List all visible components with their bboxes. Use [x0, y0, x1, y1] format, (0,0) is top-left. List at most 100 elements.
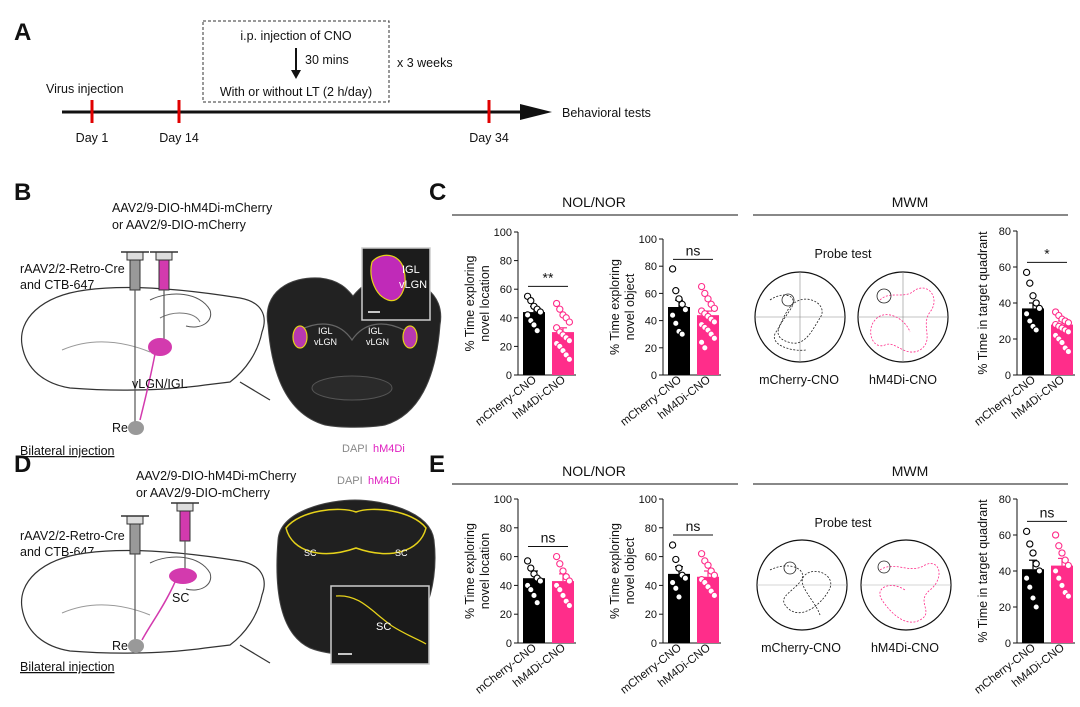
y-tick-label: 60: [645, 552, 657, 564]
data-point: [1058, 338, 1066, 347]
y-tick-label: 80: [645, 523, 657, 535]
d-sc-right: SC: [395, 548, 408, 558]
data-point: [1026, 583, 1034, 591]
data-point: [533, 599, 541, 607]
y-axis-label: % Time in target quadrant: [976, 231, 990, 375]
y-tick-label: 60: [645, 288, 657, 300]
y-tick-label: 60: [500, 284, 512, 296]
data-point: [668, 541, 677, 549]
e-track-label-2: hM4Di-CNO: [871, 641, 939, 655]
y-axis-label: % Time in target quadrant: [976, 499, 990, 643]
significance-label: ns: [686, 242, 701, 258]
significance-label: ns: [1040, 504, 1055, 520]
y-tick-label: 80: [645, 261, 657, 273]
box-line-1: i.p. injection of CNO: [240, 29, 351, 43]
data-point: [530, 321, 538, 329]
b-bilateral-label: Bilateral injection: [20, 444, 115, 458]
significance-label: **: [543, 269, 554, 285]
data-point: [1051, 531, 1060, 539]
y-tick-label: 0: [506, 370, 512, 382]
bar-hm4di-cno: [552, 581, 574, 643]
data-point: [1026, 279, 1034, 287]
data-point: [1032, 299, 1040, 307]
data-point: [678, 330, 686, 338]
data-point: [1022, 527, 1031, 536]
data-point: [565, 355, 574, 363]
box-line-2: 30 mins: [305, 53, 349, 67]
c-track-mcherry: [754, 271, 846, 363]
data-point: [1055, 542, 1063, 550]
d-stain-dapi: DAPI: [337, 475, 363, 487]
panel-label-b: B: [14, 179, 31, 206]
y-tick-label: 40: [999, 566, 1011, 578]
b-inset-micrograph: [361, 247, 431, 321]
bar-mcherry-cno: [668, 573, 690, 643]
data-point: [527, 586, 535, 594]
y-tick-label: 60: [999, 530, 1011, 542]
y-tick-label: 80: [999, 226, 1011, 238]
data-point: [1029, 549, 1037, 557]
data-point: [1058, 581, 1066, 590]
d-brain-sagittal: [20, 549, 271, 664]
data-point: [1064, 328, 1073, 336]
bar-mcherry-cno: [1022, 308, 1044, 375]
y-axis-label: % Time exploringnovel object: [608, 523, 637, 619]
data-point: [704, 561, 712, 569]
data-point: [668, 265, 677, 273]
b-vector-line1: AAV2/9-DIO-hM4Di-mCherry: [112, 201, 273, 215]
data-point: [710, 571, 719, 579]
b-retro-line2: and CTB-647: [20, 278, 94, 292]
timeline-arrow-icon: [520, 104, 552, 120]
c-track-hm4di: [857, 271, 949, 363]
y-tick-label: 20: [999, 334, 1011, 346]
b-retro-line1: rAAV2/2-Retro-Cre: [20, 262, 125, 276]
e-track-label-1: mCherry-CNO: [761, 641, 841, 655]
data-point: [565, 337, 574, 345]
d-syringe-retro-icon: [121, 515, 149, 642]
data-point: [697, 338, 706, 347]
data-point: [1061, 556, 1069, 564]
y-tick-label: 20: [999, 602, 1011, 614]
c-track-label-1: mCherry-CNO: [759, 373, 839, 387]
bar-mcherry-cno: [523, 312, 545, 375]
b-re-label: Re: [112, 421, 128, 435]
y-tick-label: 100: [494, 227, 512, 239]
y-tick-label: 100: [639, 494, 657, 506]
data-point: [552, 552, 561, 561]
e-mwm-header: MWM: [892, 463, 929, 479]
y-tick-label: 20: [645, 343, 657, 355]
data-point: [1022, 268, 1031, 277]
treatment-box: [202, 20, 390, 103]
data-point: [530, 591, 538, 600]
data-point: [556, 560, 564, 568]
y-tick-label: 0: [651, 370, 657, 382]
day14-label: Day 14: [159, 131, 199, 145]
y-tick-label: 80: [500, 523, 512, 535]
data-point: [559, 591, 567, 600]
d-inset-sc: SC: [376, 621, 391, 633]
panel-label-c: C: [429, 179, 446, 206]
d-vector-line2: or AAV2/9-DIO-mCherry: [136, 486, 271, 500]
d-sc-blob: [169, 568, 197, 584]
d-syringe-aav-icon: [171, 502, 199, 570]
data-point: [675, 593, 683, 601]
b-inset-igl: IGL: [402, 264, 420, 276]
data-point: [1064, 319, 1073, 327]
b-syringe-retro-icon: [121, 251, 149, 425]
b-stain-hm4di: hM4Di: [373, 443, 405, 455]
y-tick-label: 20: [500, 341, 512, 353]
box-line-3: With or without LT (2 h/day): [220, 85, 372, 99]
data-point: [697, 282, 706, 291]
c-nolnor-header: NOL/NOR: [562, 194, 626, 210]
panel-label-d: D: [14, 451, 31, 478]
data-point: [668, 311, 677, 319]
y-tick-label: 40: [645, 580, 657, 592]
data-point: [559, 567, 567, 575]
y-tick-label: 20: [500, 609, 512, 621]
b-right-igl: IGL: [368, 326, 383, 336]
data-point: [675, 295, 683, 303]
y-axis-label: % Time exploringnovel location: [463, 523, 492, 619]
